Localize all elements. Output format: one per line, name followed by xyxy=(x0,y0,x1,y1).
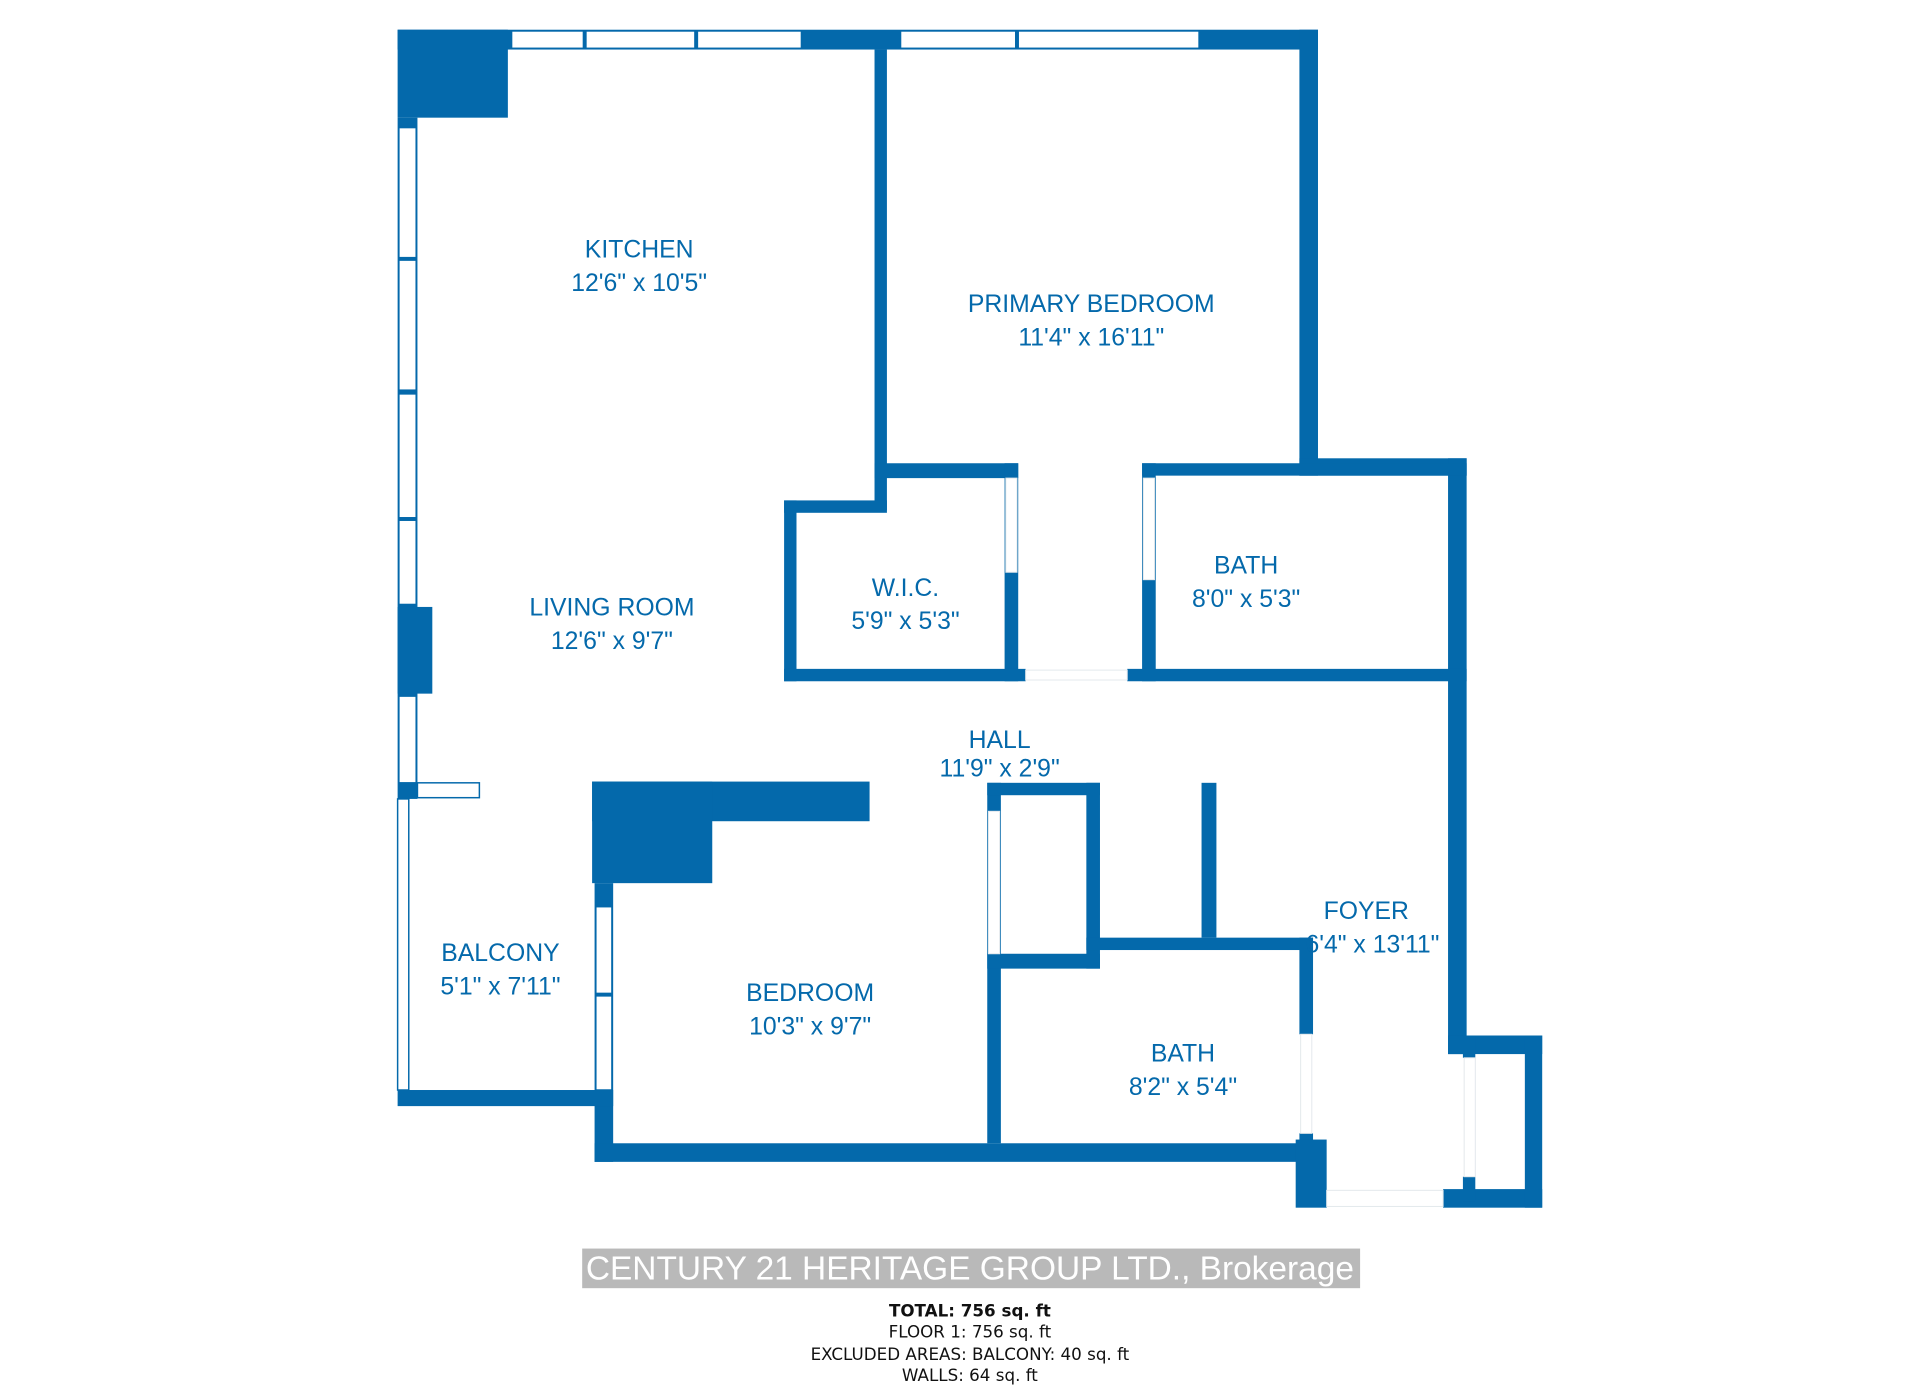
room-name: PRIMARY BEDROOM xyxy=(968,291,1215,318)
room-name: LIVING ROOM xyxy=(529,595,694,622)
watermark: CENTURY 21 HERITAGE GROUP LTD., Brokerag… xyxy=(586,1251,1354,1288)
room-wic: W.I.C. 5'9" x 5'3" xyxy=(851,575,959,635)
room-name: KITCHEN xyxy=(585,237,694,264)
room-name: HALL xyxy=(969,727,1031,754)
room-bath-primary: BATH 8'0" x 5'3" xyxy=(1192,552,1300,612)
room-foyer: FOYER 6'4" x 13'11" xyxy=(1305,898,1439,958)
room-size: 10'3" x 9'7" xyxy=(749,1013,871,1040)
room-bath-second: BATH 8'2" x 5'4" xyxy=(1129,1041,1237,1101)
room-name: BATH xyxy=(1214,552,1278,579)
room-balcony: BALCONY 5'1" x 7'11" xyxy=(440,940,560,1000)
room-name: BEDROOM xyxy=(746,980,874,1007)
room-bedroom: BEDROOM 10'3" x 9'7" xyxy=(746,980,874,1040)
room-size: 12'6" x 10'5" xyxy=(571,270,707,297)
room-hall: HALL 11'9" x 2'9" xyxy=(940,727,1060,782)
room-size: 11'4" x 16'11" xyxy=(1018,325,1164,352)
room-living-room: LIVING ROOM 12'6" x 9'7" xyxy=(529,595,694,655)
room-size: 12'6" x 9'7" xyxy=(551,628,673,655)
room-primary-bedroom: PRIMARY BEDROOM 11'4" x 16'11" xyxy=(968,291,1215,351)
room-size: 5'1" x 7'11" xyxy=(440,974,560,1001)
room-name: BATH xyxy=(1151,1041,1215,1068)
room-name: W.I.C. xyxy=(872,575,939,602)
room-size: 8'0" x 5'3" xyxy=(1192,586,1300,613)
room-name: BALCONY xyxy=(441,940,559,967)
watermark-band xyxy=(582,1248,1361,1289)
watermark-group: CENTURY 21 HERITAGE GROUP LTD., Brokerag… xyxy=(582,1248,1361,1289)
floor-area: FLOOR 1: 756 sq. ft xyxy=(889,1322,1052,1342)
walls-area: WALLS: 64 sq. ft xyxy=(902,1365,1038,1385)
doors xyxy=(987,477,1476,1207)
room-kitchen: KITCHEN 12'6" x 10'5" xyxy=(571,237,707,297)
room-name: FOYER xyxy=(1324,898,1409,925)
room-size: 8'2" x 5'4" xyxy=(1129,1074,1237,1101)
excluded-areas: EXCLUDED AREAS: BALCONY: 40 sq. ft xyxy=(811,1344,1130,1364)
room-size: 11'9" x 2'9" xyxy=(940,756,1060,783)
room-size: 6'4" x 13'11" xyxy=(1305,932,1439,959)
windows xyxy=(396,30,1200,1091)
total-area: TOTAL: 756 sq. ft xyxy=(889,1301,1051,1321)
area-summary: TOTAL: 756 sq. ft FLOOR 1: 756 sq. ft EX… xyxy=(811,1301,1130,1385)
room-size: 5'9" x 5'3" xyxy=(851,608,959,635)
